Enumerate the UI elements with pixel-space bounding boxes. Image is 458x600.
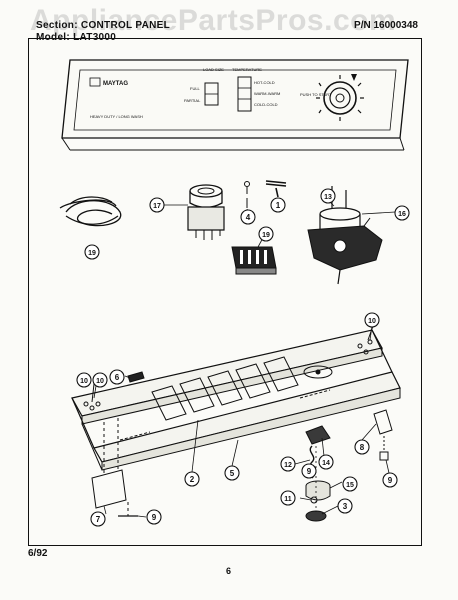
end-bracket-drawing	[91, 418, 138, 517]
svg-text:19: 19	[262, 232, 270, 239]
callout-16: 16	[394, 205, 410, 221]
callout-19-harness: 19	[84, 244, 100, 260]
clip-drawing	[265, 180, 287, 198]
callout-9-right: 9	[382, 472, 398, 488]
part-number: P/N 16000348	[354, 20, 418, 31]
svg-text:4: 4	[246, 213, 251, 222]
model-label: Model: LAT3000	[36, 32, 117, 43]
switch-block-drawing	[231, 246, 277, 275]
svg-text:8: 8	[360, 443, 365, 452]
callout-5: 5	[224, 465, 240, 481]
svg-text:6: 6	[115, 373, 120, 382]
small-parts-right	[373, 409, 393, 461]
callout-15: 15	[342, 476, 358, 492]
svg-text:10: 10	[96, 378, 104, 385]
callout-10-mid: 10	[76, 372, 92, 388]
timer-dial	[316, 74, 364, 121]
watermark: AppliancePartsPros.com	[30, 4, 397, 37]
svg-text:14: 14	[322, 460, 330, 467]
control-panel-face: MAYTAG LOAD SIZE TEMPERATURE FULL PARTIA…	[61, 59, 409, 151]
svg-text:17: 17	[153, 203, 161, 210]
svg-text:5: 5	[230, 469, 235, 478]
panel-label-cold-cold: COLD-COLD	[254, 102, 278, 107]
svg-text:12: 12	[284, 462, 292, 469]
callout-9-bottom: 9	[146, 509, 162, 525]
panel-label-partial: PARTIAL	[184, 98, 201, 103]
callout-2: 2	[184, 471, 200, 487]
panel-heading-temp: TEMPERATURE	[232, 67, 262, 72]
screw-drawing	[244, 181, 250, 208]
callout-4: 4	[240, 209, 256, 225]
wire-harness-drawing	[59, 196, 122, 227]
svg-text:1: 1	[276, 201, 281, 210]
section-label: Section: CONTROL PANEL	[36, 20, 171, 31]
panel-brand: MAYTAG	[103, 81, 128, 87]
svg-text:9: 9	[307, 467, 312, 476]
callout-bubbles: 1 2 3 4 5 6 7 8 9 9 9 10 10 10 11 12 13 …	[76, 188, 410, 527]
footer-date: 6/92	[28, 548, 48, 559]
knob-parts-drawing	[305, 425, 331, 522]
panel-label-warm-warm: WARM-WARM	[254, 91, 280, 96]
svg-text:15: 15	[346, 482, 354, 489]
leader-lines	[93, 197, 396, 518]
timer-assembly-drawing	[187, 184, 225, 240]
callout-3: 3	[337, 498, 353, 514]
svg-text:16: 16	[398, 211, 406, 218]
svg-text:11: 11	[284, 496, 292, 503]
console-base-drawing	[71, 329, 401, 471]
panel-heading-load: LOAD SIZE	[203, 67, 224, 72]
header-left: Section: CONTROL PANEL Model: LAT3000	[36, 20, 170, 44]
svg-text:10: 10	[80, 378, 88, 385]
callout-17: 17	[149, 197, 165, 213]
callout-14: 14	[318, 454, 334, 470]
callout-12: 12	[280, 456, 296, 472]
svg-text:10: 10	[368, 318, 376, 325]
svg-text:9: 9	[388, 476, 393, 485]
callout-19-switch: 19	[258, 226, 274, 242]
footer-page-number: 6	[226, 566, 232, 576]
svg-text:3: 3	[343, 502, 348, 511]
clip-on-rail	[127, 371, 145, 383]
panel-label-hot-cold: HOT-COLD	[254, 80, 275, 85]
motor-assembly-drawing	[307, 186, 383, 285]
diagram-frame	[28, 38, 422, 546]
callout-7: 7	[90, 511, 106, 527]
svg-text:2: 2	[190, 475, 195, 484]
svg-text:7: 7	[96, 515, 101, 524]
svg-text:19: 19	[88, 250, 96, 257]
callout-10-left: 10	[92, 372, 108, 388]
callout-13: 13	[320, 188, 336, 204]
callout-10-top-right: 10	[364, 312, 380, 328]
svg-text:9: 9	[152, 513, 157, 522]
svg-text:13: 13	[324, 194, 332, 201]
panel-dial-caption: PUSH TO START	[300, 92, 332, 97]
callout-6: 6	[109, 369, 125, 385]
panel-label-full: FULL	[190, 86, 201, 91]
callout-1: 1	[270, 197, 286, 213]
callout-9-knob: 9	[301, 463, 317, 479]
callout-11: 11	[280, 490, 296, 506]
panel-bottom-caption: HEAVY DUTY / LONG WASH	[90, 114, 143, 119]
screw-cluster-left	[83, 383, 101, 411]
callout-8: 8	[354, 439, 370, 455]
